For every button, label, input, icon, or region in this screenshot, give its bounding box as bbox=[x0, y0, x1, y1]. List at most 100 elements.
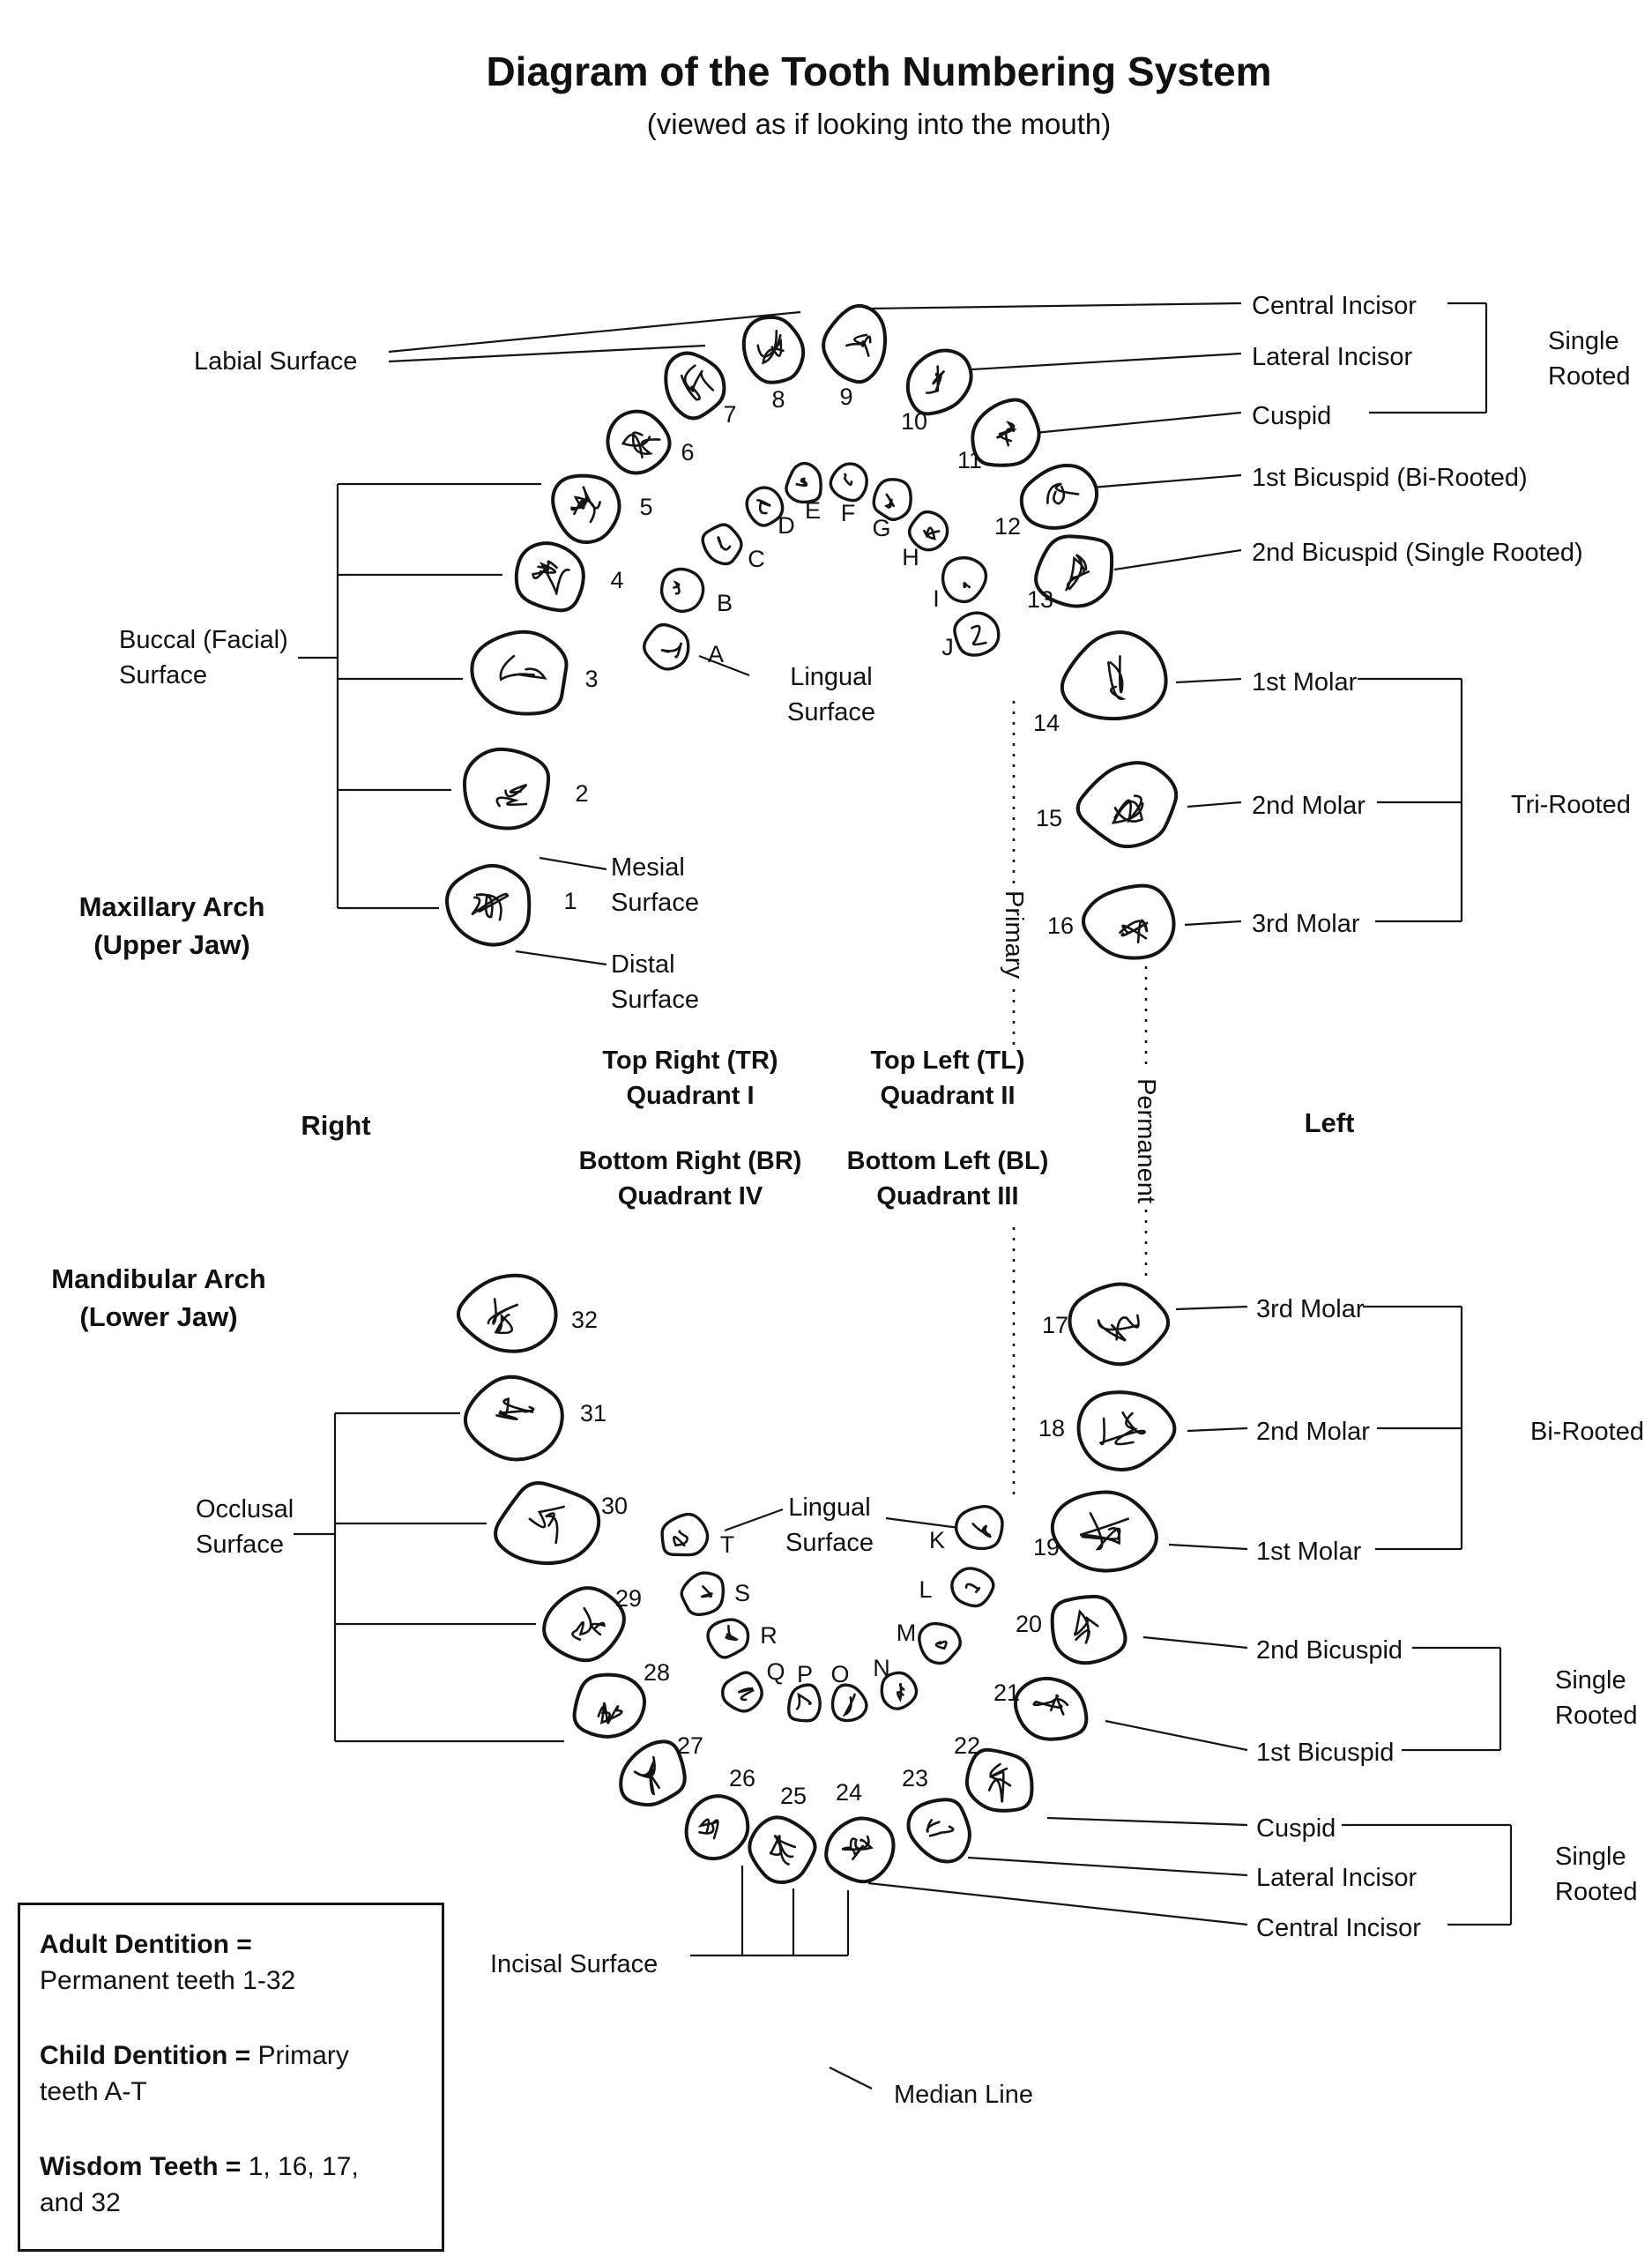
connector-line bbox=[1187, 1426, 1248, 1433]
tooth-8 bbox=[741, 315, 806, 384]
label-bi-rooted: Bi-Rooted bbox=[1530, 1418, 1644, 1446]
tooth-G bbox=[872, 478, 912, 521]
tooth-label-28: 28 bbox=[644, 1659, 670, 1686]
label-buccal-surface: Buccal (Facial) Surface bbox=[119, 622, 288, 693]
tooth-label-R: R bbox=[760, 1622, 778, 1649]
tooth-6 bbox=[606, 409, 672, 475]
tooth-R-groove bbox=[725, 1624, 740, 1642]
single-rooted-incisors-line1: Single bbox=[1555, 1843, 1626, 1871]
label-distal-surface: Distal Surface bbox=[611, 947, 699, 1017]
tooth-14-groove bbox=[1107, 661, 1127, 700]
tooth-23-groove bbox=[926, 1819, 941, 1834]
tooth-N-groove bbox=[896, 1682, 905, 1702]
tooth-C-outline bbox=[701, 523, 743, 566]
tooth-1-groove bbox=[475, 893, 502, 921]
label-mandibular-line1: Mandibular Arch bbox=[51, 1263, 266, 1294]
tooth-31 bbox=[463, 1374, 564, 1462]
label-quadrant-bottom-right: Bottom Right (BR) Quadrant IV bbox=[579, 1143, 802, 1214]
tooth-13-groove bbox=[1065, 555, 1085, 592]
tooth-label-B: B bbox=[717, 590, 733, 616]
label-occlusal-line2: Surface bbox=[196, 1531, 284, 1560]
label-occlusal-surface: Occlusal Surface bbox=[196, 1492, 294, 1562]
tooth-L-outline bbox=[950, 1567, 995, 1608]
tooth-5-groove bbox=[573, 495, 596, 524]
label-incisal-surface: Incisal Surface bbox=[490, 1950, 659, 1978]
tooth-30-groove bbox=[528, 1505, 566, 1529]
tooth-16-groove bbox=[1120, 921, 1149, 940]
tooth-P bbox=[787, 1683, 822, 1723]
tooth-label-2: 2 bbox=[575, 780, 588, 807]
tooth-label-J: J bbox=[941, 634, 954, 660]
tooth-label-T: T bbox=[720, 1531, 735, 1558]
quadrant-tl-line2: Quadrant II bbox=[880, 1082, 1016, 1111]
connector-line bbox=[1113, 548, 1242, 571]
tooth-P-outline bbox=[787, 1683, 822, 1723]
tooth-label-L: L bbox=[919, 1576, 932, 1603]
label-lingual-lower-line2: Surface bbox=[785, 1529, 874, 1558]
tooth-C-groove bbox=[717, 536, 732, 551]
connector-line bbox=[515, 950, 607, 966]
legend-wisdom-rest: 1, 16, 17, bbox=[241, 2152, 359, 2181]
label-lingual-surface-upper: Lingual Surface bbox=[787, 659, 875, 730]
label-lingual-upper-line2: Surface bbox=[787, 698, 875, 727]
connector-line bbox=[1184, 920, 1242, 927]
label-distal-line2: Surface bbox=[611, 986, 699, 1015]
tooth-4 bbox=[514, 541, 585, 613]
tooth-15-outline bbox=[1075, 761, 1179, 849]
tooth-F-outline bbox=[829, 462, 868, 503]
tooth-label-1: 1 bbox=[563, 888, 577, 914]
label-single-rooted-lower-incisors: Single Rooted bbox=[1555, 1839, 1638, 1910]
tooth-32-groove bbox=[487, 1298, 519, 1326]
tooth-3-groove bbox=[499, 654, 528, 682]
label-central-incisor-lower: Central Incisor bbox=[1256, 1914, 1421, 1942]
tooth-21-groove bbox=[1049, 1694, 1065, 1716]
tooth-label-22: 22 bbox=[954, 1732, 980, 1759]
connector-line bbox=[1142, 1635, 1248, 1650]
tooth-D-outline bbox=[745, 486, 785, 527]
label-second-bicuspid-upper: 2nd Bicuspid (Single Rooted) bbox=[1252, 539, 1583, 567]
page-subtitle: (viewed as if looking into the mouth) bbox=[646, 108, 1112, 140]
quadrant-bl-line1: Bottom Left (BL) bbox=[846, 1147, 1049, 1175]
tooth-I-groove bbox=[963, 582, 971, 589]
legend-adult-bold: Adult Dentition = bbox=[40, 1930, 252, 1959]
tooth-E bbox=[785, 461, 822, 504]
tooth-label-9: 9 bbox=[839, 384, 852, 410]
tooth-label-14: 14 bbox=[1033, 710, 1060, 736]
tooth-label-16: 16 bbox=[1047, 912, 1074, 939]
tooth-F-groove bbox=[843, 473, 853, 486]
tooth-I-outline bbox=[941, 555, 988, 604]
label-second-bicuspid-lower: 2nd Bicuspid bbox=[1256, 1636, 1403, 1665]
legend-child-dentition: Child Dentition = Primary teeth A-T bbox=[40, 2037, 422, 2110]
label-first-molar-lower: 1st Molar bbox=[1256, 1538, 1362, 1566]
connector-line bbox=[1175, 1305, 1248, 1311]
tooth-label-10: 10 bbox=[901, 408, 927, 435]
tooth-S-outline bbox=[680, 1571, 726, 1616]
tooth-label-17: 17 bbox=[1042, 1312, 1068, 1338]
tooth-27 bbox=[619, 1739, 687, 1807]
tooth-D-groove bbox=[756, 499, 771, 515]
tooth-26-groove bbox=[698, 1819, 719, 1840]
label-mandibular-arch: Mandibular Arch (Lower Jaw) bbox=[51, 1261, 265, 1337]
tooth-24 bbox=[824, 1816, 896, 1884]
legend-child-bold: Child Dentition = bbox=[40, 2041, 251, 2070]
connector-line bbox=[885, 1516, 960, 1530]
label-left-side: Left bbox=[1304, 1107, 1355, 1138]
tooth-G-groove bbox=[884, 493, 896, 509]
tooth-N-outline bbox=[880, 1671, 919, 1710]
label-quadrant-bottom-left: Bottom Left (BL) Quadrant III bbox=[847, 1143, 1049, 1214]
tooth-29 bbox=[542, 1586, 626, 1663]
label-first-molar-upper: 1st Molar bbox=[1252, 668, 1358, 696]
label-lateral-incisor-lower: Lateral Incisor bbox=[1256, 1864, 1418, 1892]
legend-child-line2: teeth A-T bbox=[40, 2077, 147, 2106]
tooth-label-19: 19 bbox=[1033, 1534, 1060, 1561]
tooth-18-groove bbox=[1098, 1412, 1146, 1446]
connector-line bbox=[388, 344, 706, 363]
tooth-J bbox=[953, 611, 1001, 657]
tooth-4-outline bbox=[514, 541, 585, 613]
tooth-L-groove bbox=[964, 1583, 981, 1594]
tooth-3-outline bbox=[470, 629, 569, 716]
tooth-label-M: M bbox=[897, 1620, 917, 1646]
connector-line bbox=[1175, 677, 1242, 684]
tooth-2-outline bbox=[463, 747, 551, 831]
